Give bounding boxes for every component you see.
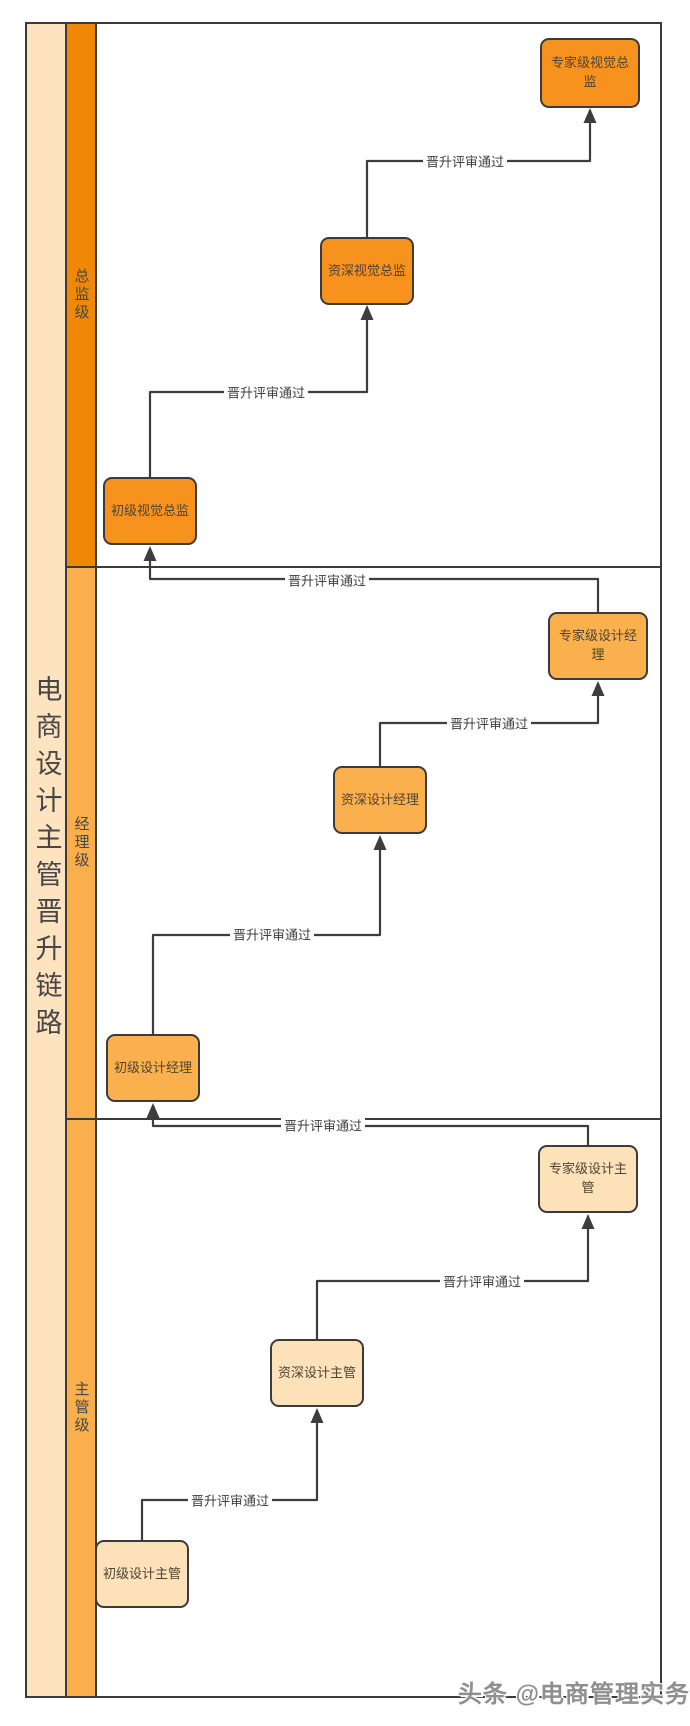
lane-director: 总监级 [67,24,660,566]
lane-director-body [97,24,660,566]
watermark-text: 头条 @电商管理实务 [457,1681,690,1708]
lane-supervisor-body [97,1120,660,1696]
lane-supervisor-label: 主管级 [72,1381,90,1435]
swimlane-frame: 电商设计主管晋升链路 总监级 经理级 主管级 [25,22,662,1698]
lane-manager-header: 经理级 [67,568,97,1118]
lane-manager-body [97,568,660,1118]
lanes-container: 总监级 经理级 主管级 [67,24,660,1696]
lane-supervisor: 主管级 [67,1118,660,1696]
page-title: 电商设计主管晋升链路 [31,675,62,1045]
lane-manager-label: 经理级 [72,816,90,870]
lane-director-header: 总监级 [67,24,97,566]
lane-director-label: 总监级 [72,268,90,322]
title-column: 电商设计主管晋升链路 [27,24,67,1696]
lane-supervisor-header: 主管级 [67,1120,97,1696]
lane-manager: 经理级 [67,566,660,1118]
